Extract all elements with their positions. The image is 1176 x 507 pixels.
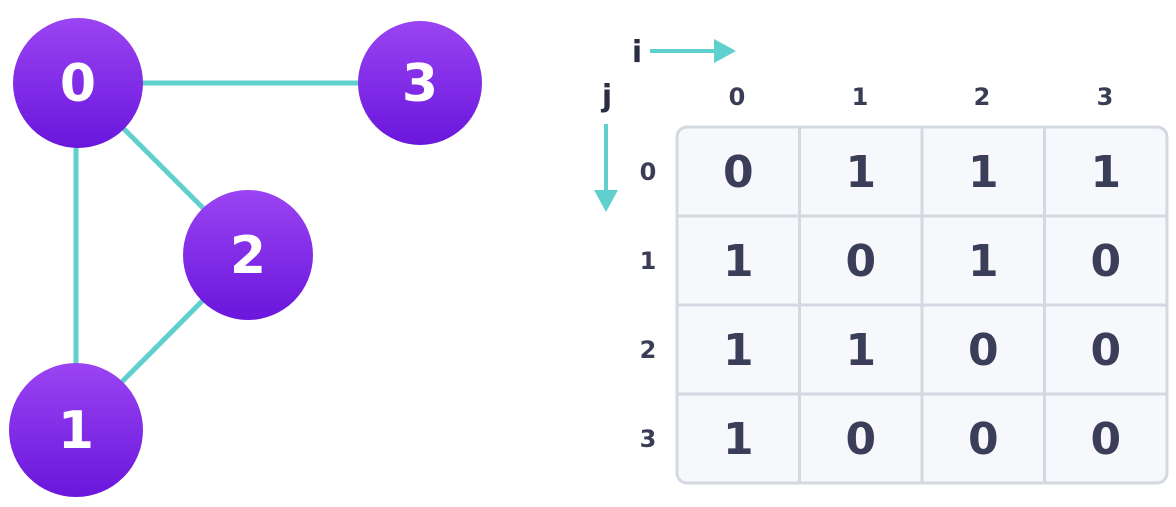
j-axis: j — [594, 79, 618, 212]
matrix-cell-2-1: 1 — [845, 325, 876, 376]
graph-node-3: 3 — [358, 21, 482, 145]
i-axis-label: i — [632, 35, 642, 70]
graph-node-1: 1 — [9, 363, 143, 497]
j-arrowhead-icon — [594, 190, 618, 212]
matrix-cell-1-1: 0 — [845, 236, 876, 287]
adjacency-matrix-grid: 0 1 1 1 1 0 1 0 1 1 0 0 1 0 0 0 — [675, 125, 1169, 485]
graph-node-1-label: 1 — [58, 401, 94, 461]
matrix-cell-1-3: 0 — [1090, 236, 1121, 287]
i-axis: i — [632, 35, 736, 70]
matrix-cell-2-2: 0 — [968, 325, 999, 376]
matrix-cell-2-0: 1 — [723, 325, 754, 376]
column-header: 1 — [852, 83, 869, 111]
column-header: 2 — [974, 83, 991, 111]
matrix-cell-3-2: 0 — [968, 414, 999, 465]
graph-node-0-label: 0 — [60, 54, 96, 114]
matrix-cell-0-0: 0 — [723, 147, 754, 198]
row-headers: 0 1 2 3 — [640, 158, 657, 453]
matrix-cell-3-1: 0 — [845, 414, 876, 465]
matrix-cell-0-1: 1 — [845, 147, 876, 198]
j-axis-label: j — [601, 79, 612, 114]
row-header: 1 — [640, 247, 657, 275]
matrix-cell-1-2: 1 — [968, 236, 999, 287]
matrix-cell-0-2: 1 — [968, 147, 999, 198]
column-header: 0 — [729, 83, 746, 111]
matrix-cell-1-0: 1 — [723, 236, 754, 287]
i-arrowhead-icon — [714, 39, 736, 63]
graph-node-2-label: 2 — [230, 226, 266, 286]
matrix-cell-3-3: 0 — [1090, 414, 1121, 465]
column-headers: 0 1 2 3 — [729, 83, 1114, 111]
matrix-cell-3-0: 1 — [723, 414, 754, 465]
matrix-cell-2-3: 0 — [1090, 325, 1121, 376]
graph-node-2: 2 — [183, 190, 313, 320]
row-header: 3 — [640, 425, 657, 453]
graph-nodes: 0 3 2 1 — [9, 18, 482, 497]
graph-node-0: 0 — [13, 18, 143, 148]
row-header: 2 — [640, 336, 657, 364]
graph-node-3-label: 3 — [402, 54, 438, 114]
matrix-cell-0-3: 1 — [1090, 147, 1121, 198]
row-header: 0 — [640, 158, 657, 186]
column-header: 3 — [1097, 83, 1114, 111]
